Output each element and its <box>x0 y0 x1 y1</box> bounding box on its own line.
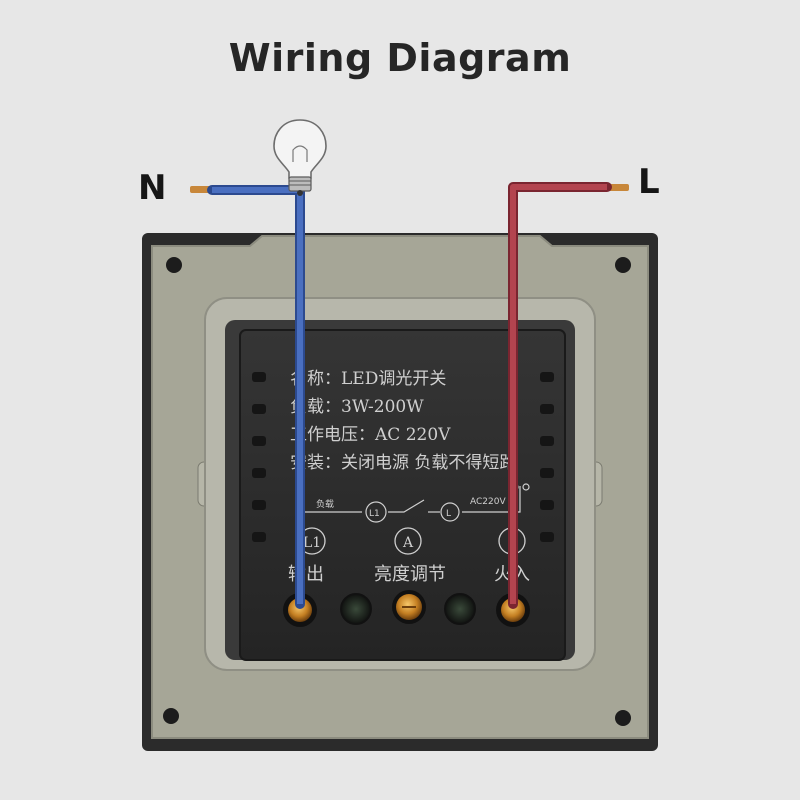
schematic-node-l: L <box>446 509 451 519</box>
live-label: L <box>638 162 660 202</box>
light-bulb-icon <box>273 119 327 196</box>
page-title: Wiring Diagram <box>228 36 572 80</box>
screw-terminal-icon <box>283 593 317 627</box>
module-install-text: 安装：关闭电源 负载不得短路 <box>290 453 516 473</box>
schematic-supply-text: AC220V <box>470 497 506 507</box>
dimmer-module <box>239 329 566 661</box>
neutral-label: N <box>138 168 167 208</box>
terminal-hole-2 <box>340 593 372 625</box>
live-wire <box>508 182 629 609</box>
port-code-a: A <box>402 535 414 551</box>
module-name-text: 名称：LED调光开关 <box>290 369 446 389</box>
mount-hole-tl <box>166 257 182 273</box>
port-label-adjust: 亮度调节 <box>374 564 446 585</box>
module-notches-right <box>540 372 554 542</box>
schematic-load-text: 负载 <box>316 498 334 510</box>
terminal-hole-4 <box>444 593 476 625</box>
mount-hole-bl <box>163 708 179 724</box>
screw-terminal-icon <box>496 593 530 627</box>
port-label-output: 输出 <box>288 564 324 585</box>
port-code-l1: L1 <box>303 535 321 551</box>
schematic-node-l1: L1 <box>369 509 380 519</box>
module-load-text: 负载：3W-200W <box>290 397 424 417</box>
port-code-a-circle <box>394 527 422 555</box>
screw-terminal-icon <box>392 590 426 624</box>
module-notches-left <box>252 372 266 542</box>
module-voltage-text: 工作电压：AC 220V <box>290 425 451 445</box>
mount-hole-br <box>615 710 631 726</box>
mount-hole-tr <box>615 257 631 273</box>
